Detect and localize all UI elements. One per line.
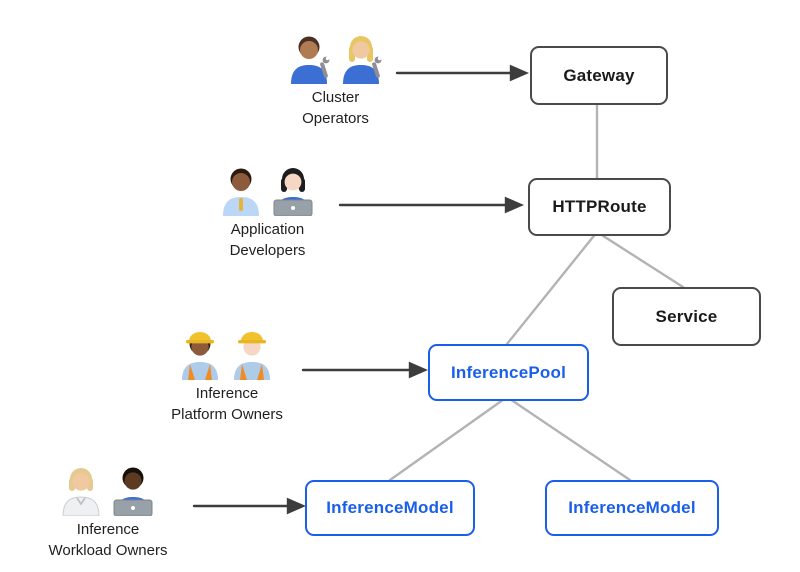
- node-inferencepool: InferencePool: [428, 344, 589, 401]
- edge-httproute-service: [595, 230, 685, 289]
- actor-label: Cluster Operators: [302, 87, 369, 129]
- woman-construction-worker-icon: [182, 332, 218, 380]
- node-gateway: Gateway: [530, 46, 668, 105]
- actor-label: Inference Platform Owners: [171, 383, 283, 425]
- arrowhead: [504, 196, 525, 214]
- actor-label-line1: Application: [230, 221, 305, 238]
- workload-owners-pair-icon: [62, 467, 153, 516]
- man-mechanic-icon: [290, 36, 329, 84]
- actor-application-developers: Application Developers: [195, 164, 340, 261]
- man-construction-worker-icon: [234, 332, 270, 380]
- inference-workload-owners-icons: [58, 464, 158, 516]
- actor-label-line1: Inference: [76, 521, 140, 538]
- edge-httproute-inferencepool: [505, 230, 599, 346]
- edge-inferencepool-inferencemodel-1: [388, 395, 509, 482]
- actor-label: Application Developers: [230, 219, 306, 261]
- inference-platform-owners-icons: [177, 328, 277, 380]
- actor-label-line2: Operators: [302, 110, 369, 127]
- node-inferencemodel-1: InferenceModel: [305, 480, 475, 536]
- application-developers-icons: [218, 164, 318, 216]
- man-technologist-icon: [113, 467, 153, 516]
- woman-technologist-icon: [273, 168, 312, 216]
- node-inferencemodel-2: InferenceModel: [545, 480, 719, 536]
- actor-label: Inference Workload Owners: [49, 519, 168, 561]
- node-service: Service: [612, 287, 761, 346]
- actor-label-line1: Inference: [195, 385, 259, 402]
- actor-label-line2: Workload Owners: [48, 542, 168, 559]
- arrowhead: [286, 497, 307, 515]
- actor-inference-workload-owners: Inference Workload Owners: [33, 464, 183, 561]
- health-worker-icon: [62, 468, 100, 516]
- developers-pair-icon: [222, 168, 312, 216]
- woman-mechanic-icon: [342, 36, 381, 84]
- actor-label-line2: Platform Owners: [171, 406, 283, 423]
- node-httproute: HTTPRoute: [528, 178, 671, 236]
- man-office-worker-icon: [222, 168, 259, 216]
- mechanics-pair-icon: [290, 36, 381, 84]
- arrowhead: [408, 361, 429, 379]
- cluster-operators-icons: [286, 32, 386, 84]
- actor-label-line1: Cluster: [311, 89, 360, 106]
- actor-label-line2: Developers: [229, 242, 306, 259]
- edge-inferencepool-inferencemodel-2: [505, 395, 632, 482]
- actor-cluster-operators: Cluster Operators: [263, 32, 408, 129]
- construction-workers-pair-icon: [182, 332, 270, 380]
- arrowhead: [509, 64, 530, 82]
- actor-inference-platform-owners: Inference Platform Owners: [147, 328, 307, 425]
